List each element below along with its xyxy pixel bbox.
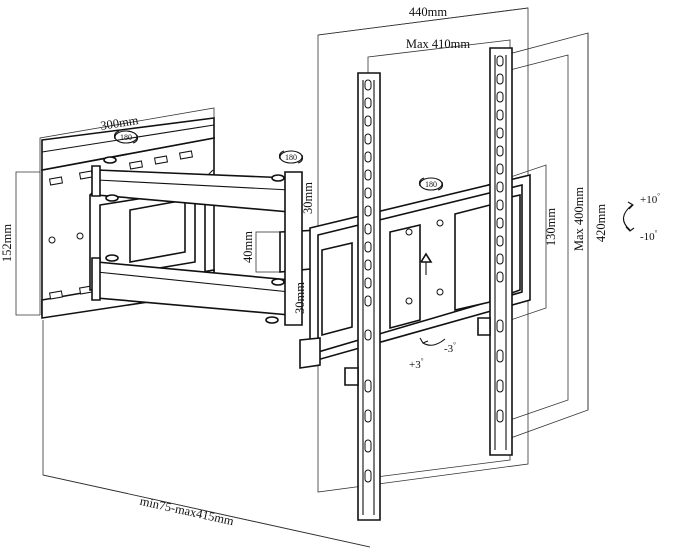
dim-arm-spacing-bottom: 30mm bbox=[293, 282, 307, 314]
rotation-badge-wall: 180 bbox=[113, 130, 139, 144]
rotation-badge-wall-label: 180 bbox=[120, 133, 132, 142]
tilt-up-label: +10° bbox=[640, 192, 660, 206]
swivel-left-label: +3° bbox=[409, 357, 424, 371]
dim-arm-spacing-top: 30mm bbox=[301, 182, 315, 214]
dim-wall-plate-width: 300mm bbox=[99, 113, 139, 133]
rotation-badge-plate: 180 bbox=[418, 177, 444, 191]
rotation-badge-arm-label: 180 bbox=[285, 153, 297, 162]
dim-height-total: 420mm bbox=[594, 204, 608, 242]
dim-width-total: 440mm bbox=[409, 5, 447, 19]
dim-width-max: Max 410mm bbox=[406, 37, 471, 51]
dim-arm-height: 40mm bbox=[241, 231, 255, 263]
tilt-down-label: -10° bbox=[640, 229, 658, 243]
right-vertical-rail bbox=[477, 47, 513, 456]
right-rail-slots bbox=[496, 55, 504, 423]
dim-wall-plate-height: 152mm bbox=[0, 224, 14, 262]
dim-center-plate-height: 130mm bbox=[544, 208, 558, 246]
left-rail-slots bbox=[364, 79, 372, 483]
dim-extension-range: min75-max415mm bbox=[139, 494, 236, 528]
swivel-arrow bbox=[419, 337, 446, 346]
tilt-arrow bbox=[622, 201, 635, 232]
swivel-right-label: -3° bbox=[444, 341, 456, 355]
wall-plate-slots-top bbox=[48, 150, 194, 186]
upper-arm bbox=[91, 156, 291, 213]
left-vertical-rail bbox=[344, 72, 381, 521]
lower-arm bbox=[91, 254, 291, 324]
rotation-badge-plate-label: 180 bbox=[425, 180, 437, 189]
rotation-badge-arm: 180 bbox=[278, 150, 304, 164]
dim-height-max: Max 400mm bbox=[572, 187, 586, 252]
bracket-body bbox=[89, 169, 214, 291]
